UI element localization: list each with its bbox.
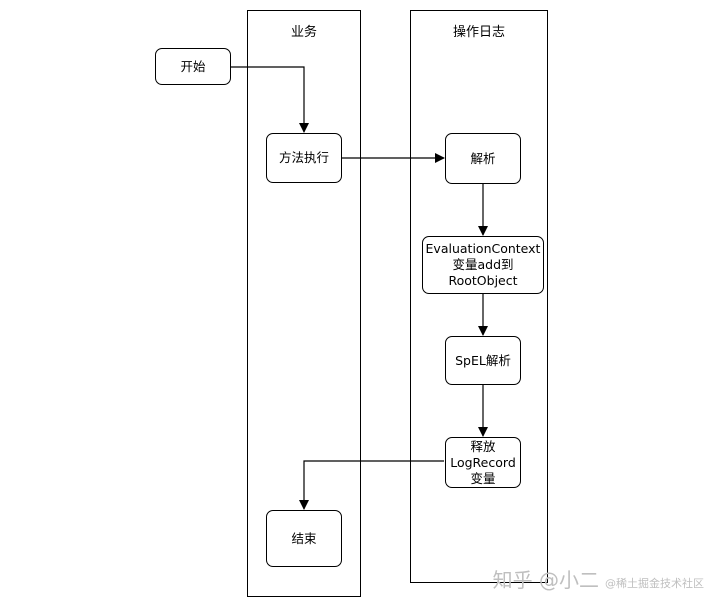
end-node-label: 结束 bbox=[291, 530, 317, 546]
eval-context-line2: 变量add到 bbox=[452, 257, 514, 272]
spel-node: SpEL解析 bbox=[445, 336, 521, 385]
start-node: 开始 bbox=[155, 48, 231, 85]
lane-oplog: 操作日志 bbox=[410, 10, 548, 583]
parse-node-label: 解析 bbox=[470, 150, 496, 166]
start-node-label: 开始 bbox=[180, 58, 206, 74]
spel-node-label: SpEL解析 bbox=[455, 352, 511, 368]
lane-oplog-title: 操作日志 bbox=[452, 25, 505, 40]
watermark: 知乎 @小二 @稀土掘金技术社区 bbox=[493, 564, 704, 593]
watermark-sub: @稀土掘金技术社区 bbox=[605, 577, 704, 590]
edge-start-to-execute bbox=[231, 66, 309, 133]
execute-node-label: 方法执行 bbox=[278, 150, 329, 165]
release-line3: 变量 bbox=[470, 470, 496, 486]
release-line1: 释放 bbox=[470, 438, 496, 454]
release-node: 释放 LogRecord 变量 bbox=[445, 437, 521, 488]
watermark-main: 知乎 @小二 bbox=[492, 568, 599, 592]
edge-release-to-end bbox=[299, 460, 444, 510]
release-line2: LogRecord bbox=[450, 454, 516, 470]
eval-context-node: EvaluationContext 变量add到 RootObject bbox=[422, 236, 544, 294]
parse-node: 解析 bbox=[445, 133, 521, 184]
lane-business-title: 业务 bbox=[290, 25, 317, 40]
lane-business: 业务 bbox=[247, 10, 361, 597]
end-node: 结束 bbox=[266, 510, 342, 567]
eval-context-line1: EvaluationContext bbox=[425, 241, 541, 256]
execute-node: 方法执行 bbox=[266, 133, 342, 183]
eval-context-line3: RootObject bbox=[448, 273, 518, 288]
